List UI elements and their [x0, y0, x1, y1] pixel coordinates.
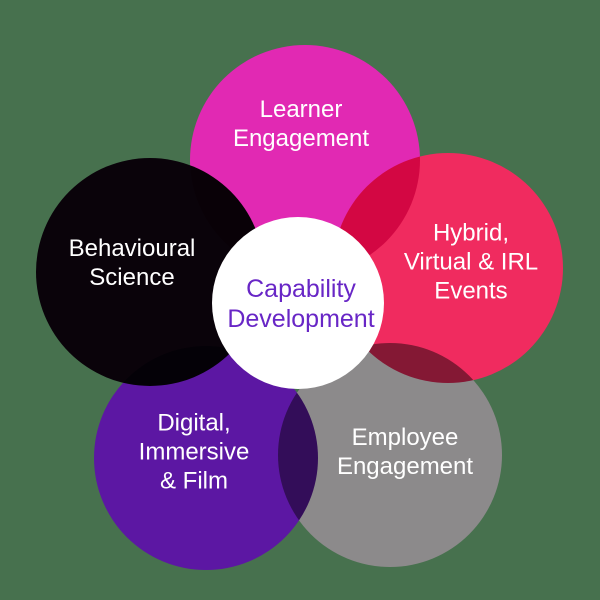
label-line: Learner	[259, 96, 343, 123]
label-line: Development	[227, 305, 375, 333]
label-behavioural-science: Behavioural Science	[69, 234, 196, 292]
label-line: Engagement	[336, 453, 474, 480]
label-line: Capability	[246, 275, 356, 303]
label-line: Immersive	[138, 438, 250, 466]
label-line: Behavioural	[68, 235, 196, 262]
label-line: Digital,	[157, 409, 231, 437]
label-digital-immersive-film: Digital, Immersive & Film	[139, 409, 250, 496]
label-line: Employee	[351, 424, 459, 451]
label-line: Virtual & IRL	[403, 248, 539, 276]
label-capability-development: Capability Development	[227, 274, 374, 334]
circle-capability-development	[212, 217, 384, 389]
label-line: Hybrid,	[432, 219, 510, 247]
label-line: & Film	[159, 467, 228, 495]
label-line: Engagement	[232, 125, 370, 152]
label-learner-engagement: Learner Engagement	[233, 95, 369, 153]
label-line: Events	[434, 277, 508, 305]
label-hybrid-virtual-irl-events: Hybrid, Virtual & IRL Events	[404, 219, 538, 306]
label-line: Science	[89, 264, 175, 291]
label-employee-engagement: Employee Engagement	[337, 423, 473, 481]
